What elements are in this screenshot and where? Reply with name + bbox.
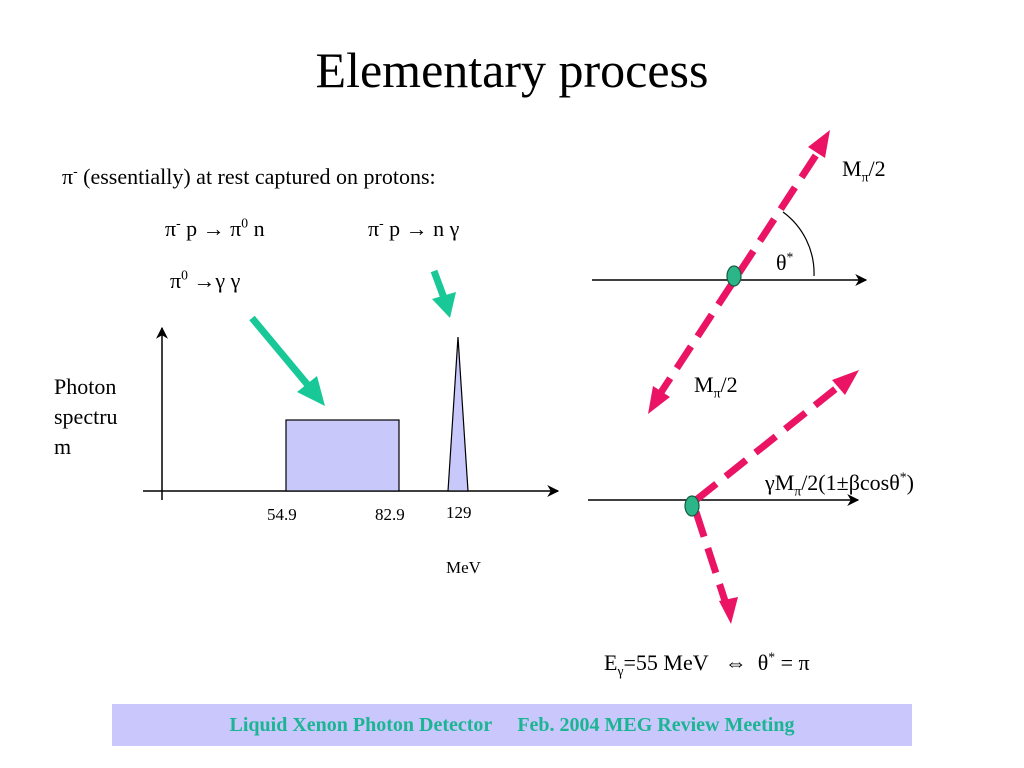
photon-line-backward: [692, 510, 730, 606]
spectrum-y-label: Photon spectru m: [54, 374, 118, 459]
reaction-pi0-decay: π0 →γ γ: [170, 267, 241, 293]
reaction-n-gamma: π- p → n γ: [368, 215, 460, 241]
photon-arrowhead-forward: [832, 370, 859, 395]
vertex-dot-icon: [684, 495, 700, 517]
reaction-pi0-n: π- p → π0 n: [165, 215, 265, 241]
photon-line-forward: [693, 380, 846, 503]
photon-arrowhead-up: [808, 130, 830, 158]
photon-line-top: [653, 144, 825, 402]
flat-spectrum-box: [285, 419, 400, 492]
x-unit-label: MeV: [446, 558, 481, 577]
footer-meeting-name: Feb. 2004 MEG Review Meeting: [517, 713, 795, 736]
footer-bar: Liquid Xenon Photon Detector Feb. 2004 M…: [112, 704, 912, 746]
slide-title: Elementary process: [315, 42, 709, 98]
pointer-arrow-icon: [249, 315, 325, 406]
x-tick-label: 82.9: [375, 505, 405, 524]
photon-arrowhead-down: [648, 386, 670, 414]
angle-arc: [782, 211, 815, 277]
energy-relation: Eγ=55 MeV ⇔ θ* = π: [604, 649, 810, 679]
intro-text: π- (essentially) at rest captured on pro…: [62, 163, 436, 189]
label-half-mass-top: Mπ/2: [842, 156, 886, 185]
label-boosted-energy: γMπ/2(1±βcosθ*): [765, 469, 914, 499]
photon-arrowhead-backward: [719, 597, 738, 624]
x-tick-label: 129: [446, 503, 472, 522]
monochromatic-peak: [447, 336, 469, 492]
x-tick-label: 54.9: [267, 505, 297, 524]
label-half-mass-bottom: Mπ/2: [694, 372, 738, 401]
label-theta-star: θ*: [776, 249, 794, 275]
pointer-arrow-icon: [430, 269, 456, 318]
footer-detector-name: Liquid Xenon Photon Detector: [229, 713, 493, 736]
vertex-dot-icon: [726, 265, 742, 287]
